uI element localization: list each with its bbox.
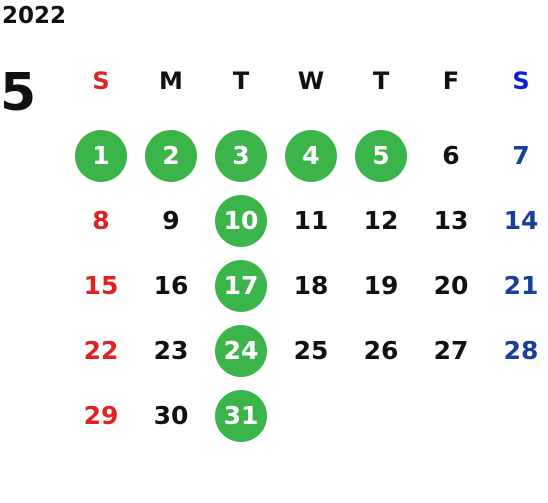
weekday-header-tue: T	[232, 66, 250, 95]
day-number: 20	[433, 271, 469, 300]
day-cell[interactable]: 3	[206, 123, 276, 188]
day-number: 18	[293, 271, 329, 300]
highlighted-day: 17	[215, 259, 267, 312]
day-cell[interactable]: 12	[346, 188, 416, 253]
day-cell[interactable]: 22	[66, 318, 136, 383]
day-number: 21	[503, 271, 539, 300]
day-cell[interactable]: 26	[346, 318, 416, 383]
day-cell[interactable]: 27	[416, 318, 486, 383]
day-number: 8	[92, 206, 110, 235]
highlighted-day: 5	[355, 129, 407, 182]
day-cell[interactable]: 15	[66, 253, 136, 318]
day-number: 19	[363, 271, 399, 300]
day-cell[interactable]: 10	[206, 188, 276, 253]
highlighted-day: 31	[215, 389, 267, 442]
day-number: 25	[293, 336, 329, 365]
day-number: 28	[503, 336, 539, 365]
day-number: 23	[153, 336, 189, 365]
weekday-header-thu: T	[372, 66, 390, 95]
day-cell[interactable]: 23	[136, 318, 206, 383]
day-number: 16	[153, 271, 189, 300]
day-number: 27	[433, 336, 469, 365]
day-cell[interactable]: 29	[66, 383, 136, 448]
day-cell[interactable]: 13	[416, 188, 486, 253]
day-cell[interactable]: 18	[276, 253, 346, 318]
weekday-header-fri: F	[442, 66, 460, 95]
weekday-header-sun: S	[92, 66, 110, 95]
day-number: 29	[83, 401, 119, 430]
day-cell[interactable]: 28	[486, 318, 548, 383]
day-cell[interactable]: 4	[276, 123, 346, 188]
day-cell[interactable]: 11	[276, 188, 346, 253]
day-cell[interactable]: 20	[416, 253, 486, 318]
day-number: 30	[153, 401, 189, 430]
day-number: 6	[442, 141, 460, 170]
day-number: 26	[363, 336, 399, 365]
day-cell[interactable]: 8	[66, 188, 136, 253]
day-cell[interactable]: 17	[206, 253, 276, 318]
day-cell[interactable]: 21	[486, 253, 548, 318]
day-number: 14	[503, 206, 539, 235]
day-cell[interactable]: 6	[416, 123, 486, 188]
highlighted-day: 24	[215, 324, 267, 377]
day-cell[interactable]: 30	[136, 383, 206, 448]
day-number: 9	[162, 206, 180, 235]
day-cell[interactable]: 1	[66, 123, 136, 188]
highlighted-day: 3	[215, 129, 267, 182]
year-label: 2022	[2, 3, 67, 29]
weekday-header-mon: M	[159, 66, 183, 95]
day-cell[interactable]: 14	[486, 188, 548, 253]
day-cell[interactable]: 31	[206, 383, 276, 448]
day-cell[interactable]: 19	[346, 253, 416, 318]
day-cell[interactable]: 24	[206, 318, 276, 383]
day-cell[interactable]: 2	[136, 123, 206, 188]
highlighted-day: 2	[145, 129, 197, 182]
day-cell[interactable]: 25	[276, 318, 346, 383]
weekday-header-wed: W	[297, 66, 325, 95]
day-number: 12	[363, 206, 399, 235]
highlighted-day: 4	[285, 129, 337, 182]
day-number: 7	[512, 141, 530, 170]
day-number: 13	[433, 206, 469, 235]
day-number: 11	[293, 206, 329, 235]
day-cell[interactable]: 16	[136, 253, 206, 318]
day-number: 15	[83, 271, 119, 300]
weekday-header-sat: S	[512, 66, 530, 95]
month-label: 5	[0, 63, 37, 123]
day-cell[interactable]: 5	[346, 123, 416, 188]
highlighted-day: 10	[215, 194, 267, 247]
day-number: 22	[83, 336, 119, 365]
day-cell[interactable]: 7	[486, 123, 548, 188]
day-cell[interactable]: 9	[136, 188, 206, 253]
highlighted-day: 1	[75, 129, 127, 182]
